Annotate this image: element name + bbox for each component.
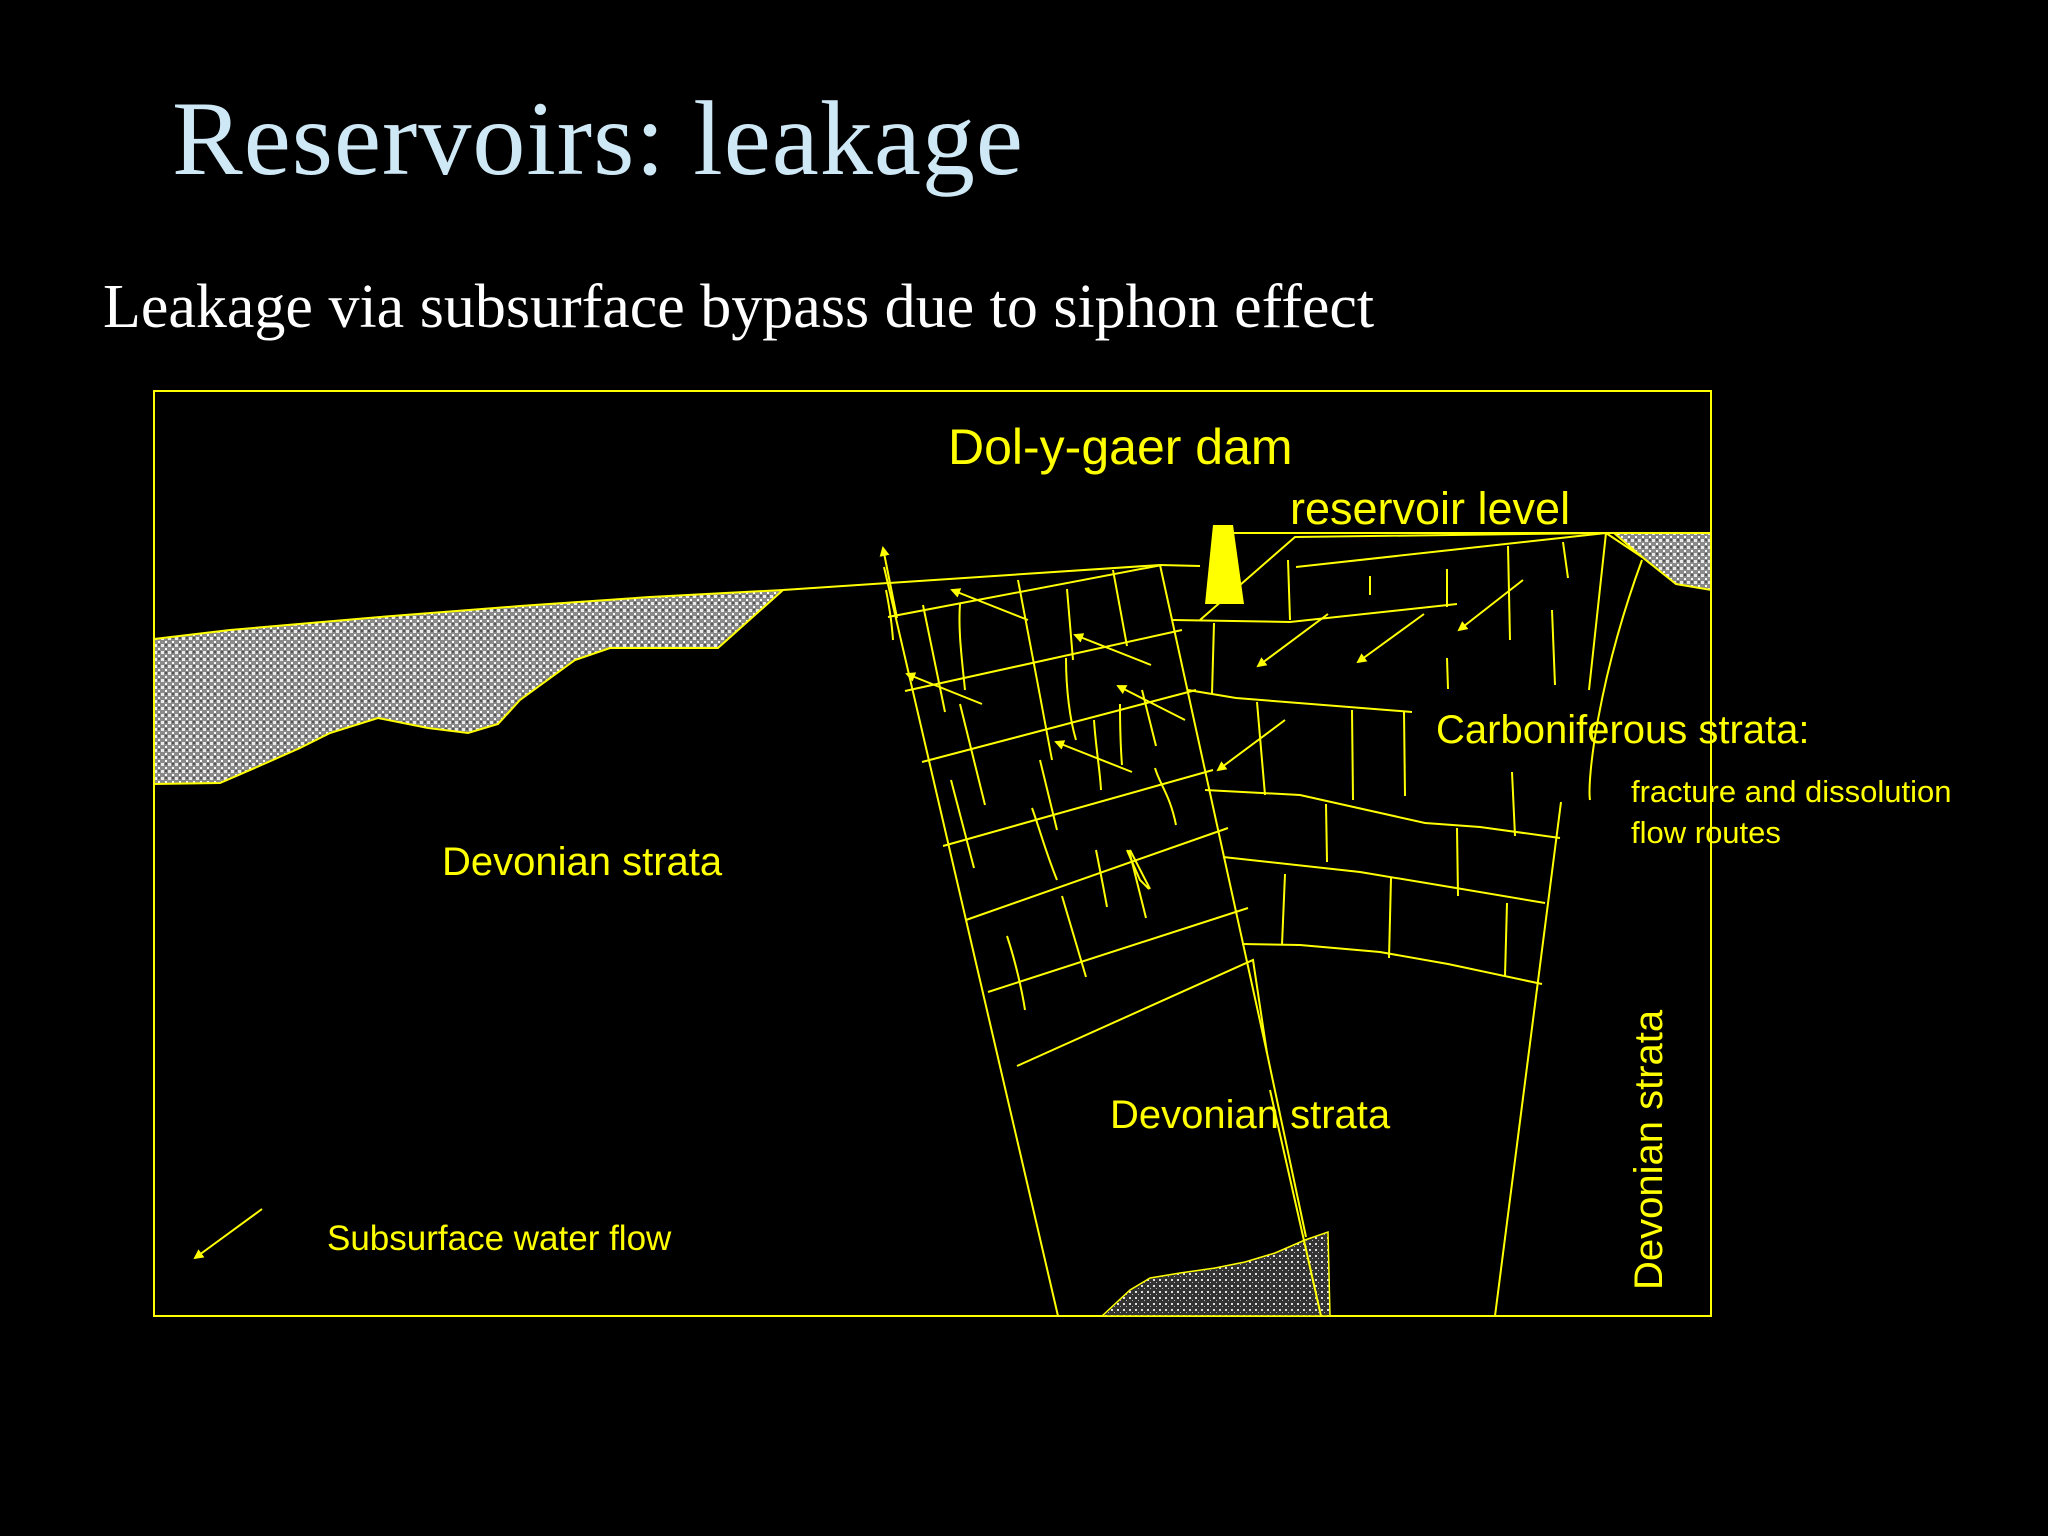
flow-routes-label-line1: fracture and dissolution bbox=[1631, 774, 1952, 809]
dam-icon bbox=[1205, 525, 1244, 604]
flow-arrow bbox=[950, 588, 1029, 621]
diagram-frame bbox=[153, 390, 1712, 1317]
devonian-left-label: Devonian strata bbox=[442, 840, 723, 884]
flow-arrow bbox=[1054, 740, 1133, 773]
carboniferous-block-right bbox=[1172, 531, 1643, 1317]
carboniferous-block-left bbox=[883, 564, 1307, 1317]
flow-arrow bbox=[1116, 685, 1186, 721]
ground-surface-right bbox=[1159, 564, 1201, 567]
superficial-deposit-bottom bbox=[1100, 1230, 1331, 1317]
reservoir-level-label: reservoir level bbox=[1290, 483, 1570, 534]
superficial-deposit-right bbox=[1611, 532, 1712, 592]
flow-arrows bbox=[193, 546, 1524, 1260]
flow-arrow bbox=[1457, 579, 1524, 632]
flow-arrow bbox=[879, 546, 898, 619]
flow-arrow bbox=[1256, 613, 1329, 668]
flow-arrow bbox=[905, 672, 983, 705]
legend-arrow-icon bbox=[193, 1208, 263, 1260]
superficial-deposit-left bbox=[153, 588, 786, 786]
flow-routes-label-line2: flow routes bbox=[1631, 815, 1781, 850]
ground-surface bbox=[782, 564, 1161, 591]
carboniferous-label: Carboniferous strata: bbox=[1436, 708, 1810, 752]
flow-arrow bbox=[1073, 633, 1152, 666]
flow-arrow bbox=[1356, 613, 1425, 664]
dam-label: Dol-y-gaer dam bbox=[948, 419, 1293, 475]
slide-subtitle: Leakage via subsurface bypass due to sip… bbox=[103, 273, 1375, 341]
fault-lines bbox=[1269, 1089, 1322, 1317]
devonian-right-label: Devonian strata bbox=[1627, 1009, 1671, 1290]
flow-arrow bbox=[1216, 719, 1286, 772]
devonian-center-label: Devonian strata bbox=[1110, 1093, 1391, 1137]
slide-title: Reservoirs: leakage bbox=[172, 80, 1024, 197]
legend-flow-label: Subsurface water flow bbox=[327, 1219, 672, 1258]
